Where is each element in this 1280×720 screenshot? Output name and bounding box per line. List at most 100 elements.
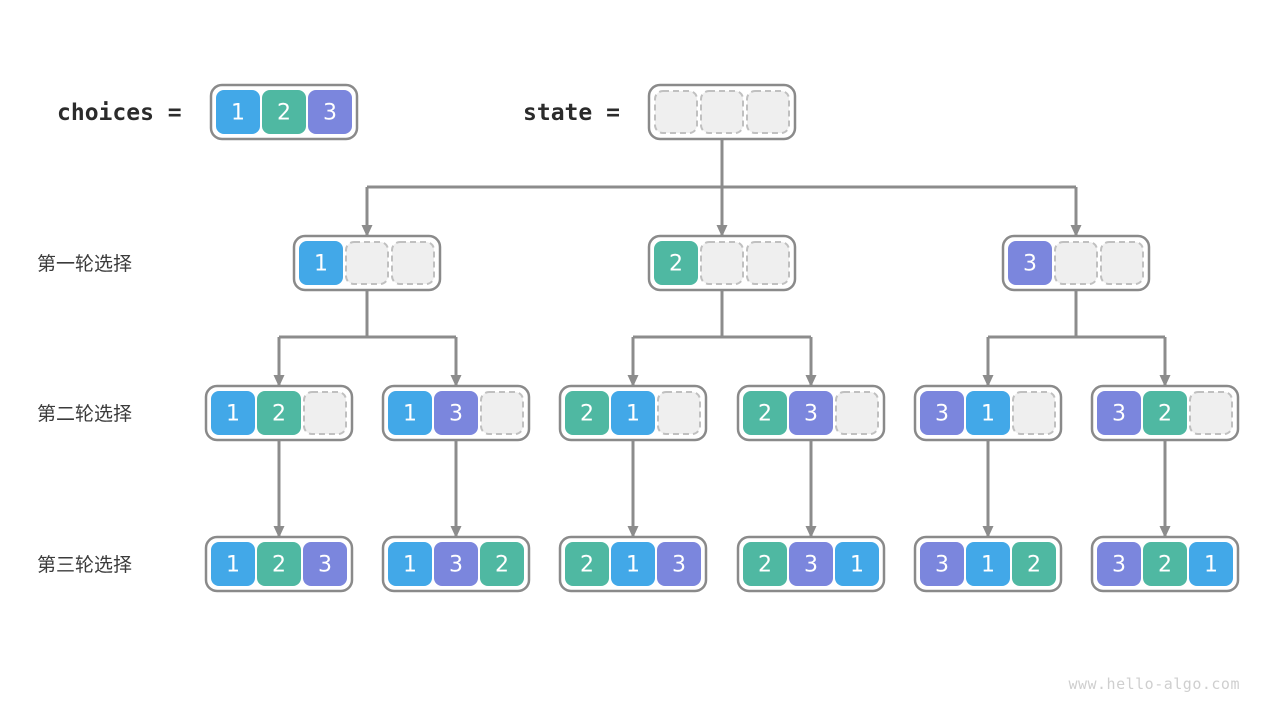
state-node-r3-4[interactable]: 2 3 1 [736,535,886,593]
cell-value: 2 [272,402,286,427]
cell-value: 1 [1204,553,1218,578]
cell-filled [211,391,255,435]
cell-value: 1 [626,553,640,578]
cell-value: 3 [1112,553,1126,578]
cell-value: 3 [672,553,686,578]
cell-empty [835,391,879,435]
cell-value: 2 [580,402,594,427]
arrow-head [627,375,639,387]
cell-empty [480,391,524,435]
arrow-head [1070,225,1082,237]
cell-filled [743,391,787,435]
round-label-2: 第二轮选择 [37,403,132,425]
arrow-head [273,375,285,387]
cell-filled [657,542,701,586]
cell-empty [700,90,744,134]
cell-value: 2 [758,402,772,427]
state-node-r3-2[interactable]: 1 3 2 [381,535,531,593]
state-node-r1-2[interactable]: 2 [647,234,797,292]
cell-filled [611,542,655,586]
cell-filled [1012,542,1056,586]
cell-filled [835,542,879,586]
cell-value: 2 [580,553,594,578]
cell-value: 3 [804,402,818,427]
cell-value: 2 [1027,553,1041,578]
arrow-head [361,225,373,237]
cell-value: 1 [626,402,640,427]
state-array[interactable] [647,83,797,141]
cell-filled [743,542,787,586]
cell-value: 1 [226,402,240,427]
state-node-r1-3[interactable]: 3 [1001,234,1151,292]
state-node-r3-3[interactable]: 2 1 3 [558,535,708,593]
arrow-head [627,526,639,538]
arrow-head [1159,375,1171,387]
cell-value: 3 [318,553,332,578]
cell-filled [1189,542,1233,586]
cell-value: 3 [804,553,818,578]
cell-empty [746,241,790,285]
cell-filled [611,391,655,435]
cell-value: 2 [1158,553,1172,578]
cell-filled [1008,241,1052,285]
cell-empty [1012,391,1056,435]
cell-value: 1 [403,402,417,427]
cell-empty [391,241,435,285]
cell-value: 1 [231,101,245,126]
cell-filled [920,391,964,435]
cell-filled [966,391,1010,435]
cell-value: 3 [935,402,949,427]
cell-value: 3 [323,101,337,126]
cell-value: 3 [449,553,463,578]
choices-array[interactable]: 1 2 3 [209,83,359,141]
cell-value: 2 [495,553,509,578]
watermark: www.hello-algo.com [1068,675,1240,693]
cell-value: 3 [449,402,463,427]
arrow-head [450,375,462,387]
cell-empty [1054,241,1098,285]
cell-filled [1143,542,1187,586]
cell-filled [308,90,352,134]
cell-filled [565,391,609,435]
state-node-r3-6[interactable]: 3 2 1 [1090,535,1240,593]
cell-value: 1 [403,553,417,578]
cell-filled [257,542,301,586]
cell-value: 2 [277,101,291,126]
cell-filled [299,241,343,285]
cell-value: 3 [935,553,949,578]
state-label: state = [523,100,620,126]
cell-value: 3 [1023,252,1037,277]
cell-filled [1097,391,1141,435]
cell-filled [789,391,833,435]
cell-value: 3 [1112,402,1126,427]
labels-layer: choices = state = 第一轮选择 第二轮选择 第三轮选择 www.… [37,100,1240,693]
cell-value: 1 [314,252,328,277]
arrow-head [805,526,817,538]
cell-filled [388,391,432,435]
cell-filled [654,241,698,285]
cell-filled [434,542,478,586]
state-node-r1-1[interactable]: 1 [292,234,442,292]
cell-value: 2 [758,553,772,578]
cell-filled [565,542,609,586]
cell-empty [303,391,347,435]
cell-empty [657,391,701,435]
cell-value: 1 [850,553,864,578]
cell-empty [746,90,790,134]
cell-value: 2 [272,553,286,578]
cell-filled [211,542,255,586]
arrow-head [273,526,285,538]
arrow-head [716,225,728,237]
cell-filled [1097,542,1141,586]
